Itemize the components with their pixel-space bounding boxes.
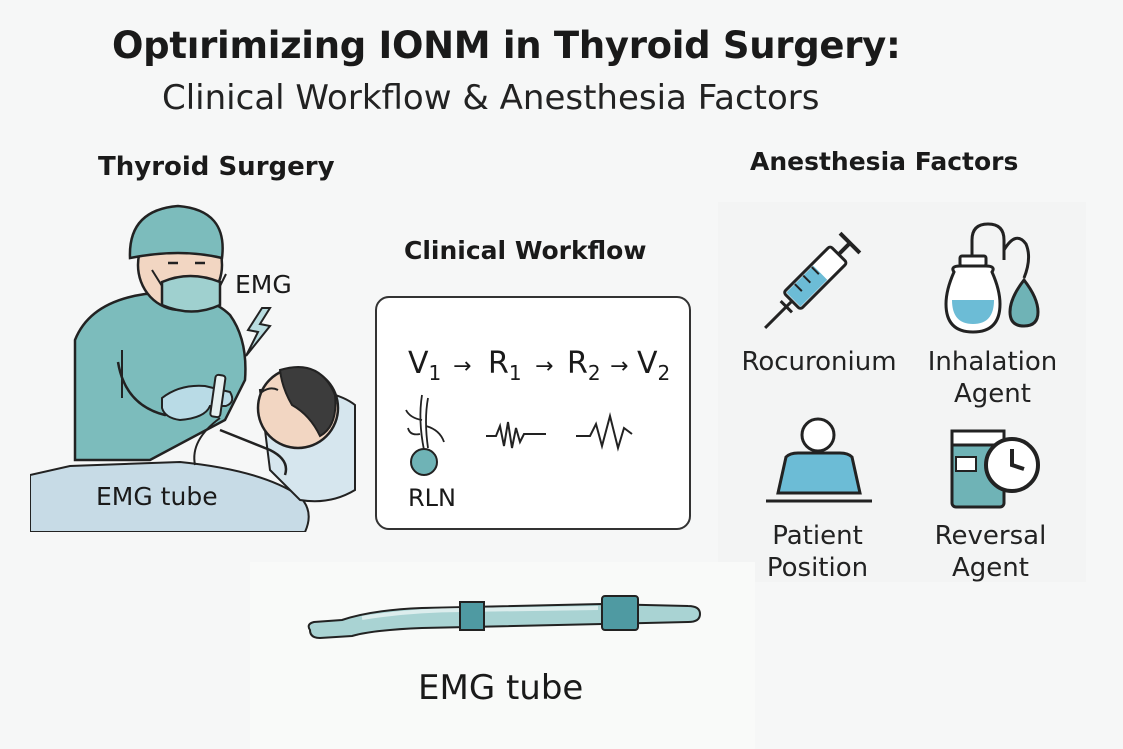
surgery-illustration: [30, 204, 356, 532]
workflow-box: [375, 296, 691, 530]
workflow-step-r2: R2: [567, 346, 601, 385]
anesthesia-factors-heading: Anesthesia Factors: [750, 147, 1019, 176]
syringe-icon: [764, 231, 862, 329]
rln-label: RLN: [408, 484, 456, 512]
emg-tube-panel: [250, 562, 755, 749]
clinical-workflow-heading: Clinical Workflow: [404, 236, 647, 265]
emg-tube-label: EMG tube: [418, 668, 584, 708]
workflow-diagram: [405, 394, 633, 476]
page-title: Optırimizing IONM in Thyroid Surgery:: [112, 24, 901, 67]
thyroid-surgery-heading: Thyroid Surgery: [98, 152, 335, 182]
workflow-arrow: →: [453, 354, 472, 379]
nerve-icon: [405, 394, 445, 451]
workflow-step-v1: V1: [408, 346, 442, 385]
reversal-timer-icon: [950, 429, 1040, 509]
emg-tube-icon: [307, 595, 702, 640]
rln-node-icon: [410, 448, 438, 476]
inhalation-bottle-icon: [944, 222, 1040, 334]
emg-waveform-icon: [576, 412, 633, 452]
factor-rocuronium-label: Rocuronium: [741, 347, 897, 377]
workflow-step-v2: V2: [637, 346, 671, 385]
emg-waveform-icon: [486, 421, 546, 449]
surgery-emg-label: EMG: [235, 270, 292, 299]
surgery-emg-tube-label: EMG tube: [96, 482, 218, 511]
anesthesia-panel: [718, 202, 1086, 582]
lightning-icon: [245, 307, 272, 357]
page-subtitle: Clinical Workflow & Anesthesia Factors: [162, 78, 820, 118]
workflow-arrow: →: [610, 354, 629, 379]
workflow-arrow: →: [535, 354, 554, 379]
workflow-step-r1: R1: [488, 346, 522, 385]
patient-position-icon: [766, 417, 872, 503]
